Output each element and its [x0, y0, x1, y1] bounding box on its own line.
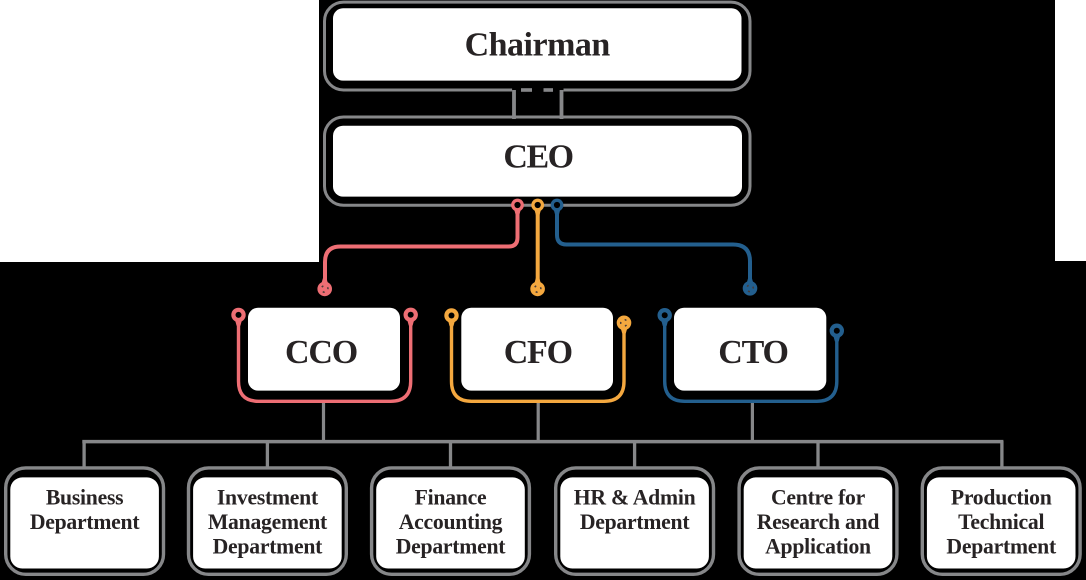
svg-text:Technical: Technical: [958, 510, 1044, 534]
svg-text:Finance: Finance: [415, 486, 487, 510]
svg-text:CFO: CFO: [504, 334, 572, 371]
svg-text:CEO: CEO: [503, 139, 572, 176]
svg-text:Department: Department: [396, 535, 507, 559]
svg-text:Investment: Investment: [217, 486, 319, 510]
svg-text:Department: Department: [580, 510, 691, 534]
svg-text:Accounting: Accounting: [399, 510, 503, 534]
svg-text:HR & Admin: HR & Admin: [574, 486, 696, 510]
svg-text:Department: Department: [946, 535, 1057, 559]
svg-text:Research and: Research and: [757, 510, 880, 534]
svg-text:CTO: CTO: [718, 334, 787, 371]
svg-text:Chairman: Chairman: [465, 27, 611, 64]
svg-text:Business: Business: [46, 486, 124, 510]
svg-text:Centre for: Centre for: [771, 486, 866, 510]
svg-text:CCO: CCO: [285, 334, 357, 371]
svg-text:Management: Management: [208, 510, 328, 534]
svg-text:Production: Production: [951, 486, 1052, 510]
svg-text:Department: Department: [30, 510, 141, 534]
svg-text:Application: Application: [765, 535, 871, 559]
svg-text:Department: Department: [213, 535, 324, 559]
